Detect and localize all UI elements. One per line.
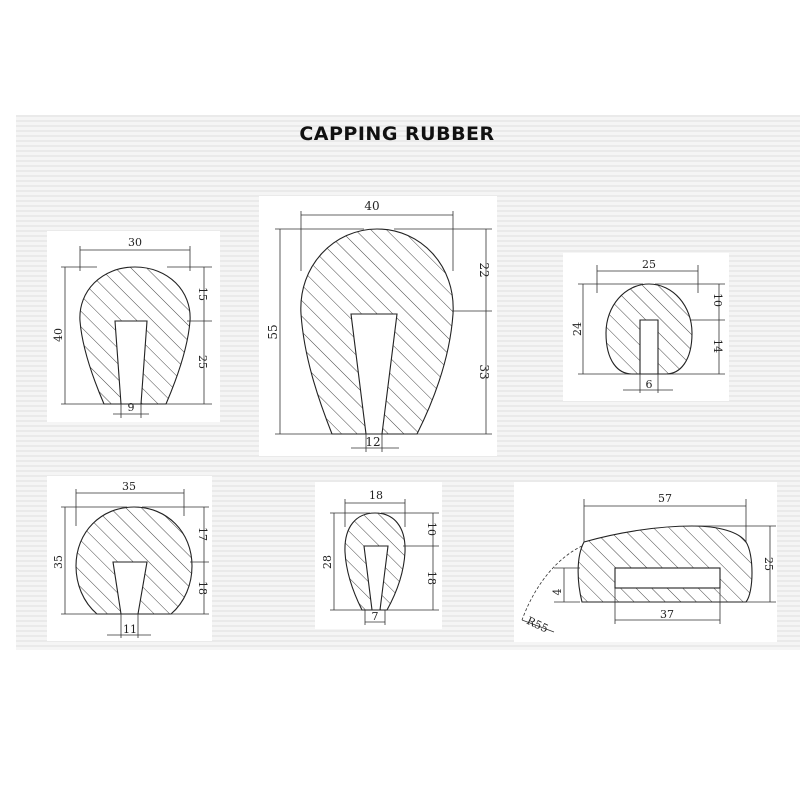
profile-3-slot [639,319,659,375]
profile-5-width-label: 18 [369,489,383,502]
profile-5-slot-label: 7 [372,610,379,623]
profile-6-panel: 57 25 4 37 R55 [514,482,777,642]
profile-4-section [75,506,193,615]
page-title: CAPPING RUBBER [299,123,495,145]
profile-2-width-label: 40 [364,199,379,213]
profile-6-radius-label: R55 [525,614,551,635]
profile-5-top-label: 10 [425,522,438,536]
profile-6-side-label: 4 [551,589,564,596]
profile-4-bottom-label: 18 [196,581,209,595]
profile-2-slot-label: 12 [365,435,380,449]
profile-2-bottom-label: 33 [477,364,491,379]
profile-5-bottom-label: 18 [425,571,438,585]
profile-3-slot-label: 6 [646,378,653,391]
profile-3-panel: 25 24 10 14 6 [563,253,729,401]
profile-1-bottom-label: 25 [196,355,209,369]
profile-5-panel: 18 28 10 18 7 [315,482,442,629]
profile-4-panel: 35 35 17 18 11 [47,476,212,641]
profile-1-top-label: 15 [196,287,209,301]
profile-1-slot-label: 9 [128,401,135,414]
profile-1-slot [114,320,148,405]
profile-6-slot [614,567,721,589]
profile-6-radius-arc [521,545,583,621]
profile-6-width-label: 57 [658,492,672,505]
profile-6-slot-label: 37 [660,608,674,621]
profile-3-bottom-label: 14 [711,339,724,353]
profile-4-height-label: 35 [52,555,65,569]
profile-2-panel: 40 55 22 33 12 [259,196,497,456]
profile-1-height-label: 40 [52,328,65,342]
profile-2-height-label: 55 [266,324,280,339]
profile-1-width-label: 30 [128,236,142,249]
profile-2-top-label: 22 [477,262,491,277]
profile-4-width-label: 35 [122,480,136,493]
profile-1-panel: 30 40 15 25 9 [47,231,220,422]
profile-4-slot-label: 11 [123,623,137,636]
profile-6-section [577,525,753,603]
profile-4-top-label: 17 [196,527,209,541]
profile-6-height-label: 25 [762,557,775,571]
profile-3-width-label: 25 [642,258,656,271]
profile-3-height-label: 24 [571,322,584,336]
profile-3-top-label: 10 [711,293,724,307]
profile-5-slot [363,545,389,611]
profile-5-height-label: 28 [321,555,334,569]
